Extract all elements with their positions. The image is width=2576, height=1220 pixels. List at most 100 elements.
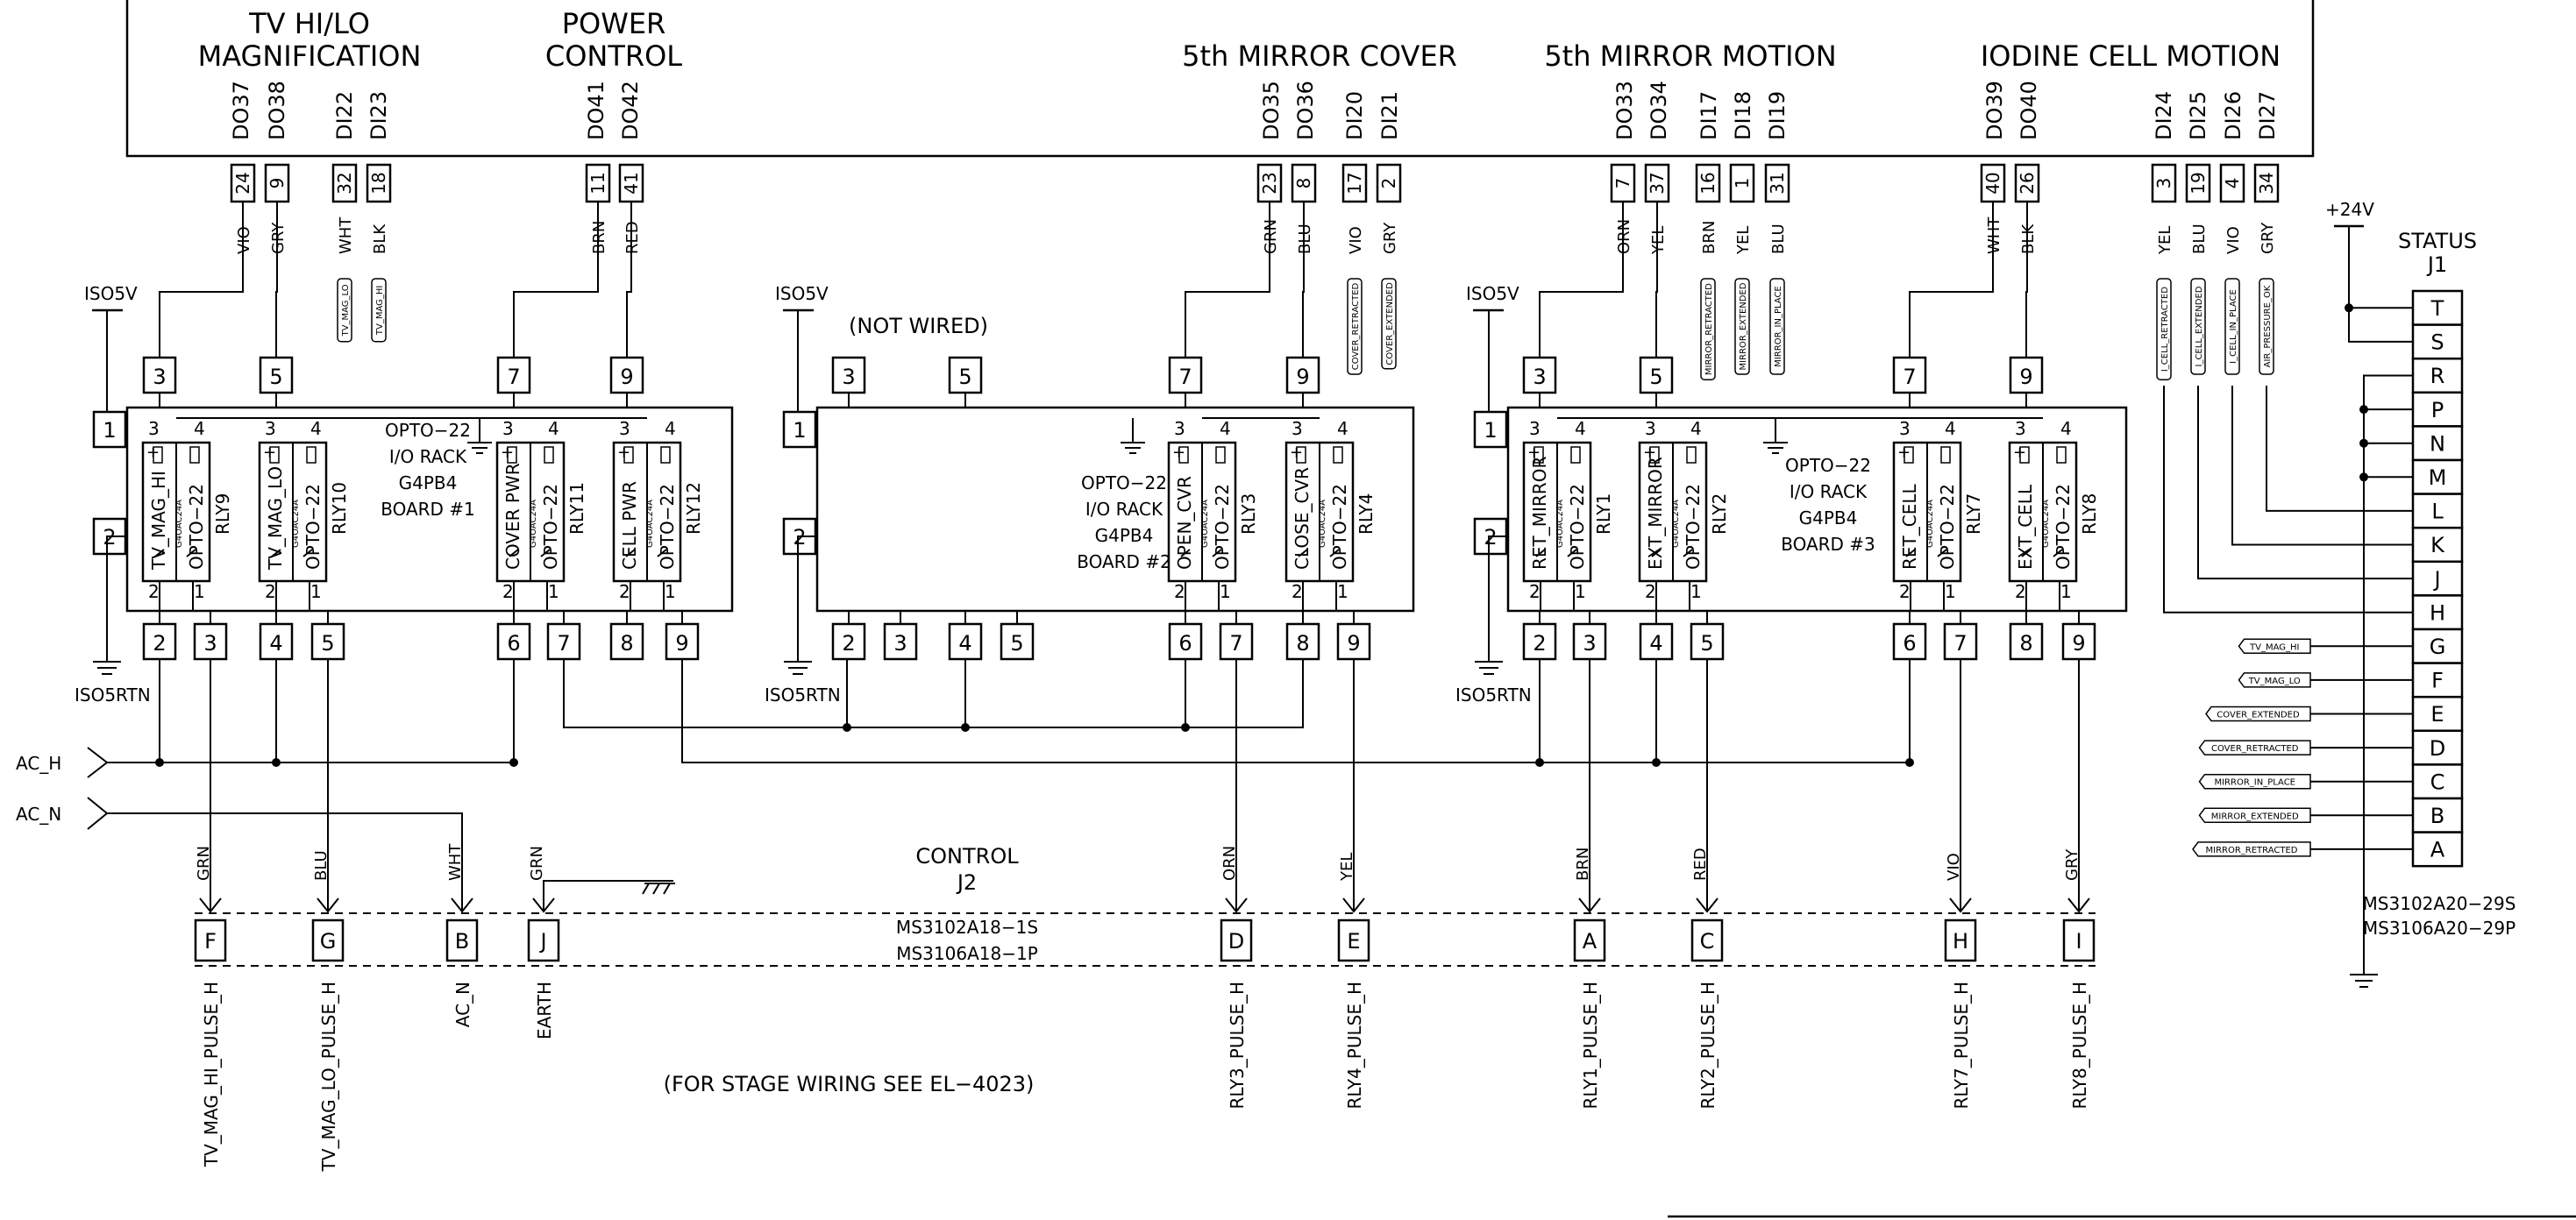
svg-text:2: 2 (2015, 581, 2026, 602)
j1-pin-letter: T (2430, 296, 2444, 321)
wire-color: RED (1691, 848, 1710, 881)
svg-text:41: 41 (621, 172, 642, 194)
j1-status-tag: MIRROR_EXTENDED (2211, 812, 2299, 821)
wire-color: YEL (1338, 853, 1356, 882)
j1-pin-letter: B (2430, 804, 2444, 828)
board-pin-bottom: 5 (1010, 631, 1023, 656)
j2-signal: RLY8_PULSE_H (2069, 982, 2090, 1110)
board-pin-bottom: 3 (893, 631, 907, 656)
svg-text:MAGNIFICATION: MAGNIFICATION (198, 39, 422, 73)
svg-text:3: 3 (2015, 418, 2026, 439)
board-pin-left: 1 (793, 418, 806, 443)
relay-opto: OPTO−22 (1937, 484, 1958, 570)
top-panel-frame (125, 0, 2315, 158)
board-pin-bottom: 3 (1583, 631, 1596, 656)
relay-opto: OPTO−22 (302, 484, 324, 570)
wire-color: BLU (2190, 223, 2209, 254)
board-pin-top: 5 (269, 365, 282, 389)
wire-color: YEL (1649, 226, 1668, 255)
top-connector-pins: 24VIO9GRY32WHTTV_MAG_LO18BLKTV_MAG_HI11B… (230, 163, 2280, 380)
board-pin-bottom: 9 (1347, 631, 1360, 656)
svg-text:34: 34 (2256, 172, 2277, 194)
relay-id: RLY12 (683, 482, 704, 535)
wire-color: WHT (1985, 216, 2003, 254)
board-pin-top: 5 (958, 365, 971, 389)
relay-part: G4OAC24A (1925, 500, 1935, 548)
j2-signal: AC_N (452, 982, 473, 1027)
board-label: I/O RACK (1085, 499, 1163, 520)
status-tag: MIRROR_IN_PLACE (1774, 286, 1783, 367)
plus24v-label: +24V (2325, 199, 2374, 220)
svg-text:3: 3 (1292, 418, 1303, 439)
j2-pin-letter: D (1228, 929, 1244, 954)
signal-label: DI24 (2152, 91, 2176, 140)
svg-text:4: 4 (548, 418, 559, 439)
svg-text:23: 23 (1259, 172, 1280, 194)
board-pin-top: 9 (1296, 365, 1309, 389)
status-tag: TV_MAG_HI (375, 286, 385, 336)
wire-color: GRY (269, 222, 288, 254)
j2-pin-letter: J (538, 929, 546, 954)
j2-signal: TV_MAG_LO_PULSE_H (318, 982, 339, 1172)
svg-text:MS3106A18−1P: MS3106A18−1P (896, 943, 1038, 964)
signal-label: DO39 (1982, 81, 2007, 140)
j2-signal: RLY7_PULSE_H (1951, 982, 1972, 1110)
board-label: G4PB4 (1799, 507, 1858, 528)
svg-text:MS3102A18−1S: MS3102A18−1S (896, 917, 1038, 938)
header-motion: 5th MIRROR MOTION (1544, 39, 1836, 73)
relay-id: RLY9 (212, 493, 233, 535)
board-label: G4PB4 (1095, 525, 1154, 546)
j1-pin: T (2411, 289, 2464, 326)
relay-id: RLY11 (566, 482, 587, 535)
svg-text:3: 3 (619, 418, 630, 439)
status-tag: TV_MAG_LO (341, 284, 351, 337)
svg-text:1: 1 (2060, 581, 2072, 602)
board-pin-top: 3 (153, 365, 166, 389)
status-tag: MIRROR_EXTENDED (1739, 282, 1748, 370)
board-pin-bottom: 6 (1903, 631, 1916, 656)
svg-text:STATUS: STATUS (2398, 229, 2477, 253)
svg-text:2: 2 (265, 581, 276, 602)
board-label: BOARD #1 (381, 499, 475, 520)
svg-text:ISO5V: ISO5V (84, 283, 138, 304)
j1-status-tag: COVER_RETRACTED (2211, 744, 2299, 754)
j2-signal: RLY4_PULSE_H (1344, 982, 1365, 1110)
relay-id: RLY7 (1963, 493, 1984, 535)
relay-opto: OPTO−22 (186, 484, 207, 570)
board-pin-bottom: 2 (842, 631, 855, 656)
board-pin-bottom: 8 (2019, 631, 2032, 656)
svg-text:26: 26 (2017, 172, 2038, 194)
relay-label: RET_MIRROR (1529, 457, 1550, 570)
relay-part: G4OAC24A (1555, 500, 1565, 548)
board-pin-left: 1 (1484, 418, 1497, 443)
relay-opto: OPTO−22 (2053, 484, 2074, 570)
board-pin-bottom: 7 (1953, 631, 1967, 656)
wire-color: VIO (2224, 226, 2243, 254)
svg-text:3: 3 (1899, 418, 1911, 439)
svg-text:24: 24 (232, 172, 253, 194)
status-tag: AIR_PRESSURE_OK (2263, 285, 2273, 367)
top-wires (159, 202, 2028, 358)
svg-text:40: 40 (1982, 172, 2003, 194)
relay-label: CELL PWR (619, 481, 640, 570)
svg-text:+: + (2013, 443, 2026, 462)
svg-text:MS3102A20−29S: MS3102A20−29S (2363, 893, 2516, 914)
wire-color: GRY (2063, 848, 2081, 881)
board-pin-top: 3 (842, 365, 855, 389)
board-label: BOARD #2 (1077, 551, 1171, 572)
signal-labels: DO37 DO38 DI22 DI23 DO41 DO42 DO35 DO36 … (229, 81, 2280, 140)
board-pin-top: 7 (507, 365, 520, 389)
status-tag: COVER_EXTENDED (1385, 282, 1395, 365)
relay-label: EXT_MIRROR (1645, 457, 1666, 570)
relay-part: G4OAC24A (2041, 500, 2051, 548)
svg-text:2: 2 (619, 581, 630, 602)
